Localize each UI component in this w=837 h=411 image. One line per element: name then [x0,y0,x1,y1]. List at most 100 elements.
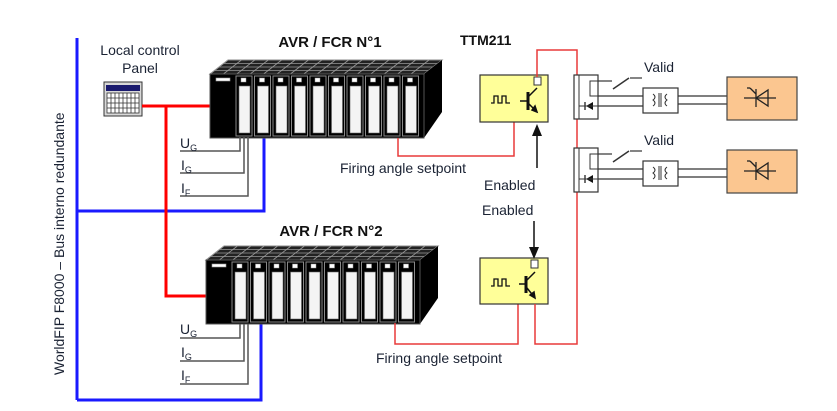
svg-text:IG: IG [181,157,192,175]
rack1-signal-lines [180,137,249,197]
rack2-setpoint-line [394,304,519,345]
rack-module-face [290,271,302,320]
bridge-assembly[interactable] [573,147,798,194]
rack-grid-line [393,245,412,261]
rack-grid-line [339,245,359,261]
rack2-title: AVR / FCR N°2 [279,223,382,240]
rack-module-led [236,263,243,269]
rack-module-led [351,77,358,83]
rack-module-led [403,263,409,269]
red-control-link [142,104,211,298]
rack-grid-line [290,59,309,75]
rack-side [420,246,438,324]
rack-grid-line [379,245,399,261]
rack-module-led [277,77,284,83]
ttm-title: TTM211 [460,32,512,48]
transistor-icon [519,271,537,300]
rack-module-face [386,85,399,134]
rack2-signal-if: I [181,367,185,383]
bridge-assembly[interactable] [573,74,798,121]
enabled-label-2: Enabled [482,202,533,218]
rack-grid-line [397,59,416,75]
rack1-signal-labels: UG IG IF [180,135,197,198]
rack-module-face [401,271,413,320]
rack-grid-line [219,245,238,261]
rack-module-led [314,77,321,83]
rack-cpu-led [215,77,231,82]
enabled-label-1: Enabled [484,177,535,193]
thyristor-icon [744,160,776,181]
svg-text:UG: UG [180,321,197,339]
rack-grid-line [303,59,323,75]
rack-module-led [384,263,391,269]
rack1-setpoint-label: Firing angle setpoint [340,160,466,176]
rack-module-led [259,77,265,83]
ttm-module-1[interactable] [479,74,549,123]
rack-grid-line [223,59,242,75]
worldfip-bus [75,38,266,402]
rack-module-led [347,263,354,269]
rack-module-led [240,77,247,83]
rack-module-face [294,85,306,134]
rack-module-face [327,271,339,320]
bus-branch-rack2 [77,322,263,402]
rack-module-led [310,263,317,269]
rack-module-led [407,77,413,83]
rack-module-led [292,263,298,269]
rack-module-face [312,85,325,134]
rack-grid-line [353,245,372,261]
rack-module-face [331,85,343,134]
contact-loop [589,80,598,97]
rack1-signal-ug: U [180,135,190,151]
rack-grid-line [343,59,363,75]
pulse-amplifier [573,74,599,120]
rack2-signal-lines [180,324,249,385]
rack-module-face [345,271,358,320]
rack-grid-line [286,245,305,261]
rack-grid-line [299,245,319,261]
svg-text:IF: IF [181,367,191,385]
transistor-icon [520,87,539,114]
rack-module-led [296,77,302,83]
rack-module-face [257,85,269,134]
enabled-arrow-2 [529,221,539,259]
rack2-signal-labels: UG IG IF [180,321,197,385]
rack-grid-line [259,245,278,261]
rack-module-led [366,263,372,269]
bus-branch-rack1 [77,138,266,213]
transformer-coils [652,166,668,180]
rack-side [424,60,442,138]
rack-grid-line [232,245,252,261]
rack-module-face [364,271,376,320]
rack-grid-line [263,59,282,75]
rack1-signal-if: I [181,180,185,196]
ttm-output-lines [534,49,578,345]
rack-grid-line [209,59,229,75]
avr-fcr-rack-1[interactable] [208,59,444,139]
rack-grid-line [316,59,336,75]
rack-module-face [368,85,380,134]
local-panel-label-2: Panel [122,60,158,76]
pulse-icon [491,95,510,104]
rack-grid-line [272,245,292,261]
enabled-arrow-1 [532,124,542,168]
rack-grid-line [383,59,403,75]
rack1-title: AVR / FCR N°1 [278,34,381,51]
pulse-icon [491,278,510,287]
ttm-module-2[interactable] [479,257,549,305]
rack-module-led [388,77,395,83]
pulse-amplifier [573,147,599,193]
rack-module-face [405,85,417,134]
rack-cpu-led [211,263,227,268]
rack1-signal-ig: I [181,157,185,173]
rack-grid-line [326,245,345,261]
local-panel-icon[interactable] [103,81,143,117]
rack-module-led [333,77,339,83]
avr-fcr-rack-2[interactable] [204,245,440,325]
rack-module-face [349,85,362,134]
rack-module-led [255,263,261,269]
rack-grid-line [406,245,426,261]
valid-switch-icon [612,77,630,90]
rack-grid-line [245,245,265,261]
